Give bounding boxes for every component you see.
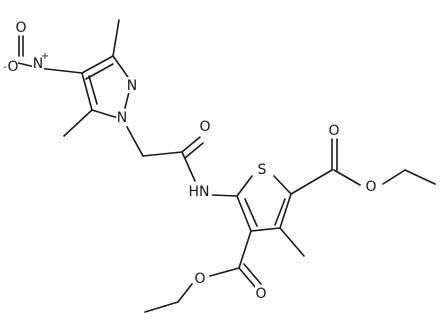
bond-c4-c3-inner [85,63,114,80]
label-bg [187,183,212,199]
bond-c5-methyl [63,109,93,137]
bond-c4-c3 [81,55,114,74]
label-bg [32,55,44,71]
nitro-oxygen-left: O [7,59,18,75]
nitro-plus-charge: + [41,51,49,62]
bond-ester2-c-o-dbl-b [243,263,262,285]
bond-ester2-c-o [209,267,240,277]
label-bg [256,161,268,177]
bonds [9,19,436,313]
bottom-ester-carbonyl-oxygen: O [255,286,266,302]
bond-c-o-amide-a [181,136,201,153]
nitro-oxygen-top: O [15,20,26,36]
label-bg [14,19,28,35]
bond-ester2-o-ch2 [177,283,193,303]
bond-c3t-methyl [279,227,305,257]
label-bg [328,122,341,138]
pyrazole-n2: N [127,78,137,94]
right-ester-carbonyl-oxygen: O [328,123,339,139]
label-bg [6,58,18,74]
bond-n1-c5 [91,109,119,119]
bond-nitro-n-c4 [37,67,83,74]
nitro-minus-charge: - [3,62,7,73]
bond-c4t-c-ester [238,230,252,269]
nitro-nitrogen: N [33,56,43,72]
bond-c4t-c5t [236,195,252,232]
thiophene-sulfur: S [258,162,267,178]
bond-c5-c4 [81,72,93,111]
bond-c3t-c4t [250,227,281,232]
label-bg [365,178,378,194]
atom-labels: O N + - O N N O HN S O O O [3,19,378,302]
bond-c-amide-nh [181,151,196,182]
right-ester-oxygen: O [365,179,376,195]
label-bg [116,109,129,125]
bond-n1-ch2 [126,126,144,157]
bond-c2t-c3t-inner [274,198,286,226]
bond-c5t-s [236,175,253,197]
bond-c2t-c3t [279,193,292,229]
label-bg [255,285,268,301]
bond-ester-o-ch2 [382,169,406,185]
label-bg [126,77,139,93]
bond-c2t-c-ester [290,169,333,195]
bond-c-o-amide-b [184,142,204,159]
bond-c3-methyl [112,19,120,57]
bottom-ester-oxygen: O [194,271,205,287]
bond-ester2-c-o-dbl-a [238,267,257,289]
pyrazole-n1: N [117,110,127,126]
bond-ester2-ch2-ch3 [144,301,179,313]
bond-ester-ch2-ch3 [404,169,436,185]
label-bg [194,270,207,286]
bond-c5-c4-inner [88,75,98,105]
bond-nh-c5t [211,194,238,197]
amide-oxygen: O [199,119,210,135]
bond-c4t-c5t-inner [244,198,258,227]
bond-c3-n2 [112,55,131,81]
bond-s-c2t [273,175,292,195]
bond-ch2-c-amide [142,151,183,157]
bond-ester-c-o [333,169,361,186]
amide-nh: HN [189,184,210,200]
label-bg [198,118,211,134]
